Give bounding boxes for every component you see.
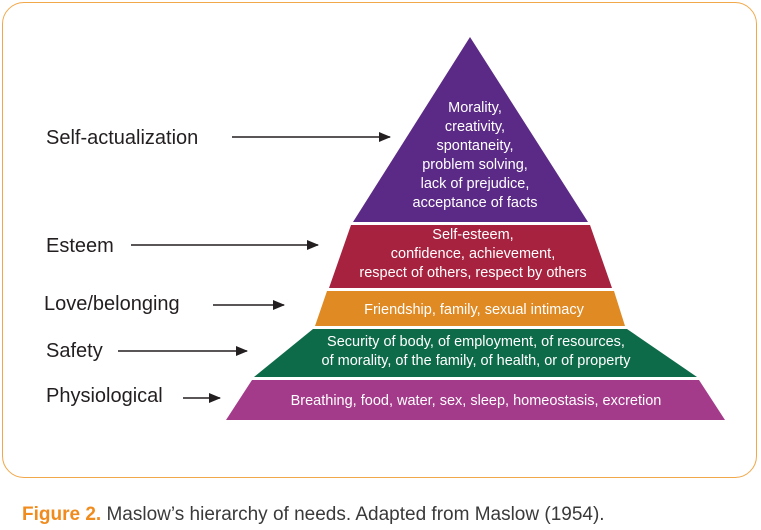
tier-love-belonging [315, 291, 625, 326]
tier-text-line: creativity, [445, 119, 505, 135]
tier-text-line: confidence, achievement, [391, 246, 555, 262]
tier-text-esteem: Self-esteem, confidence, achievement, resp… [359, 227, 586, 281]
tier-text-line: of morality, of the family, of health, o… [322, 353, 632, 369]
tier-text-self-actualization: Morality, creativity, spontaneity, problem … [413, 100, 538, 211]
label-self-actualization: Self-actualization [46, 127, 198, 149]
tier-text-line: spontaneity, [436, 138, 513, 154]
tier-text-line: Friendship, family, sexual intimacy [364, 302, 584, 318]
label-safety: Safety [46, 340, 103, 362]
tier-text-line: Breathing, food, water, sex, sleep, home… [291, 393, 662, 409]
tier-physiological [226, 380, 725, 420]
maslow-pyramid-diagram: Morality, creativity, spontaneity, problem … [44, 37, 725, 420]
figure-frame [2, 2, 757, 478]
tier-text-line: respect of others, respect by others [359, 265, 586, 281]
tier-text-physiological: Breathing, food, water, sex, sleep, home… [291, 393, 662, 409]
tier-text-line: problem solving, [422, 157, 528, 173]
tier-text-line: Self-esteem, [432, 227, 513, 243]
tier-self-actualization [353, 37, 588, 222]
tier-text-line: lack of prejudice, [421, 176, 530, 192]
tier-safety [254, 329, 697, 377]
tier-text-line: Security of body, of employment, of reso… [327, 334, 625, 350]
caption-text: Maslow’s hierarchy of needs. Adapted fro… [101, 504, 605, 525]
tier-text-line: acceptance of facts [413, 195, 538, 211]
caption-label: Figure 2. [22, 504, 102, 525]
tier-text-safety: Security of body, of employment, of reso… [322, 334, 632, 369]
tier-esteem [329, 225, 612, 288]
tier-text-love-belonging: Friendship, family, sexual intimacy [364, 302, 584, 318]
tier-text-line: Morality, [448, 100, 502, 116]
label-esteem: Esteem [46, 235, 114, 257]
label-physiological: Physiological [46, 385, 163, 407]
figure-caption: Figure 2. Maslow’s hierarchy of needs. A… [22, 504, 605, 526]
label-love-belonging: Love/belonging [44, 293, 180, 315]
